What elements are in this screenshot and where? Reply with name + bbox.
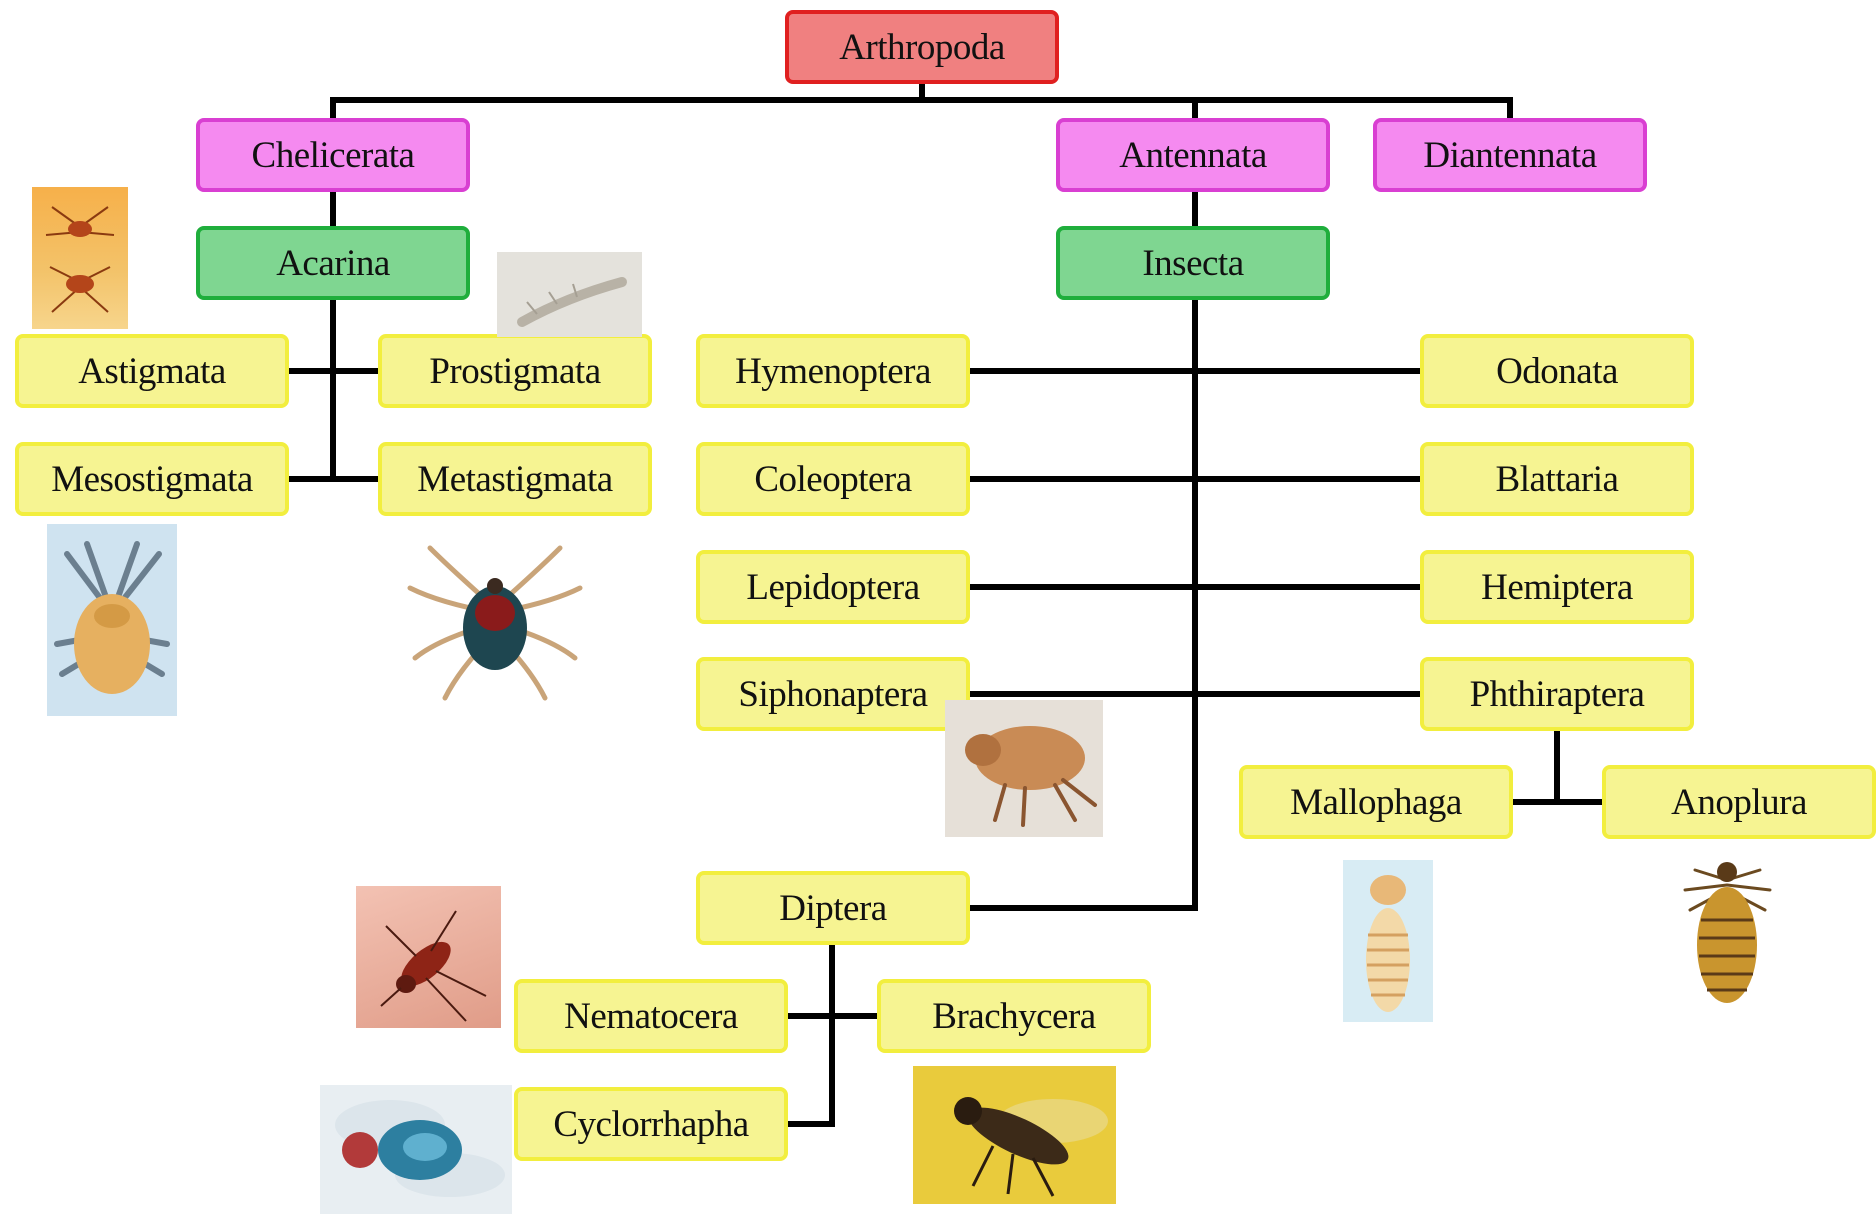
horsefly-image [913, 1066, 1116, 1204]
node-astigmata: Astigmata [15, 334, 289, 408]
sucking-louse-image [1675, 850, 1780, 1010]
node-blattaria: Blattaria [1420, 442, 1694, 516]
node-prostigmata: Prostigmata [378, 334, 652, 408]
node-hymenoptera: Hymenoptera [696, 334, 970, 408]
node-antennata: Antennata [1056, 118, 1330, 192]
node-nematocera: Nematocera [514, 979, 788, 1053]
mite-image [32, 187, 128, 329]
node-siphonaptera: Siphonaptera [696, 657, 970, 731]
node-chelicerata: Chelicerata [196, 118, 470, 192]
node-arthropoda: Arthropoda [785, 10, 1059, 84]
node-anoplura: Anoplura [1602, 765, 1876, 839]
node-odonata: Odonata [1420, 334, 1694, 408]
node-metastigmata: Metastigmata [378, 442, 652, 516]
node-brachycera: Brachycera [877, 979, 1151, 1053]
node-cyclorrhapha: Cyclorrhapha [514, 1087, 788, 1161]
node-hemiptera: Hemiptera [1420, 550, 1694, 624]
node-mesostigmata: Mesostigmata [15, 442, 289, 516]
prostigmata-mite-image [497, 252, 642, 337]
node-coleoptera: Coleoptera [696, 442, 970, 516]
node-phthiraptera: Phthiraptera [1420, 657, 1694, 731]
mosquito-image [356, 886, 501, 1028]
node-lepidoptera: Lepidoptera [696, 550, 970, 624]
flea-image [945, 700, 1103, 837]
node-acarina: Acarina [196, 226, 470, 300]
node-diptera: Diptera [696, 871, 970, 945]
blowfly-image [320, 1085, 512, 1214]
chewing-louse-image [1343, 860, 1433, 1022]
tick-image [400, 528, 590, 708]
node-mallophaga: Mallophaga [1239, 765, 1513, 839]
mesostigmata-mite-image [47, 524, 177, 716]
node-insecta: Insecta [1056, 226, 1330, 300]
node-diantennata: Diantennata [1373, 118, 1647, 192]
